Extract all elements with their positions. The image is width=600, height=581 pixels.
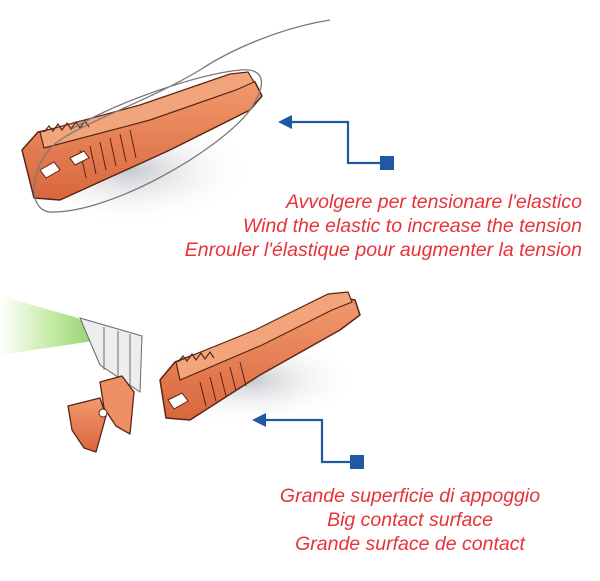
cutter-blade (0, 296, 100, 355)
cutter-blade-steel (79, 317, 143, 393)
wound-clip-figure (5, 19, 331, 225)
clip-upper-jaw (39, 71, 255, 149)
clip2-upper-jaw (175, 291, 353, 381)
grip-ridges (199, 361, 247, 407)
end-cap-upper (99, 375, 135, 435)
slot (39, 161, 61, 179)
detached-end-cap (67, 375, 135, 453)
top-teeth (177, 350, 215, 363)
arrow-top (278, 115, 394, 170)
end-cap-lower (67, 397, 107, 453)
caption-contact-en: Big contact surface (327, 509, 493, 531)
pin-hole (98, 408, 108, 418)
caption-tension-en: Wind the elastic to increase the tension (242, 215, 582, 237)
arrow-bottom (252, 413, 364, 469)
caption-contact-it: Grande superficie di appoggio (279, 485, 541, 507)
caption-contact-fr: Grande surface de contact (295, 533, 525, 555)
caption-tension: Avvolgere per tensionare l'elastico Wind… (185, 190, 582, 262)
blade-segments (103, 327, 131, 385)
grip-ridges (79, 129, 137, 179)
caption-tension-it: Avvolgere per tensionare l'elastico (285, 191, 582, 213)
caption-contact: Grande superficie di appoggio Big contac… (230, 484, 590, 556)
clip-with-contact-surface (140, 291, 361, 425)
elastic-wire (33, 19, 331, 213)
caption-tension-fr: Enrouler l'élastique pour augmenter la t… (184, 239, 582, 261)
top-teeth (43, 119, 90, 133)
slot (69, 150, 90, 166)
slot (167, 392, 189, 410)
blade-figure (0, 296, 143, 393)
